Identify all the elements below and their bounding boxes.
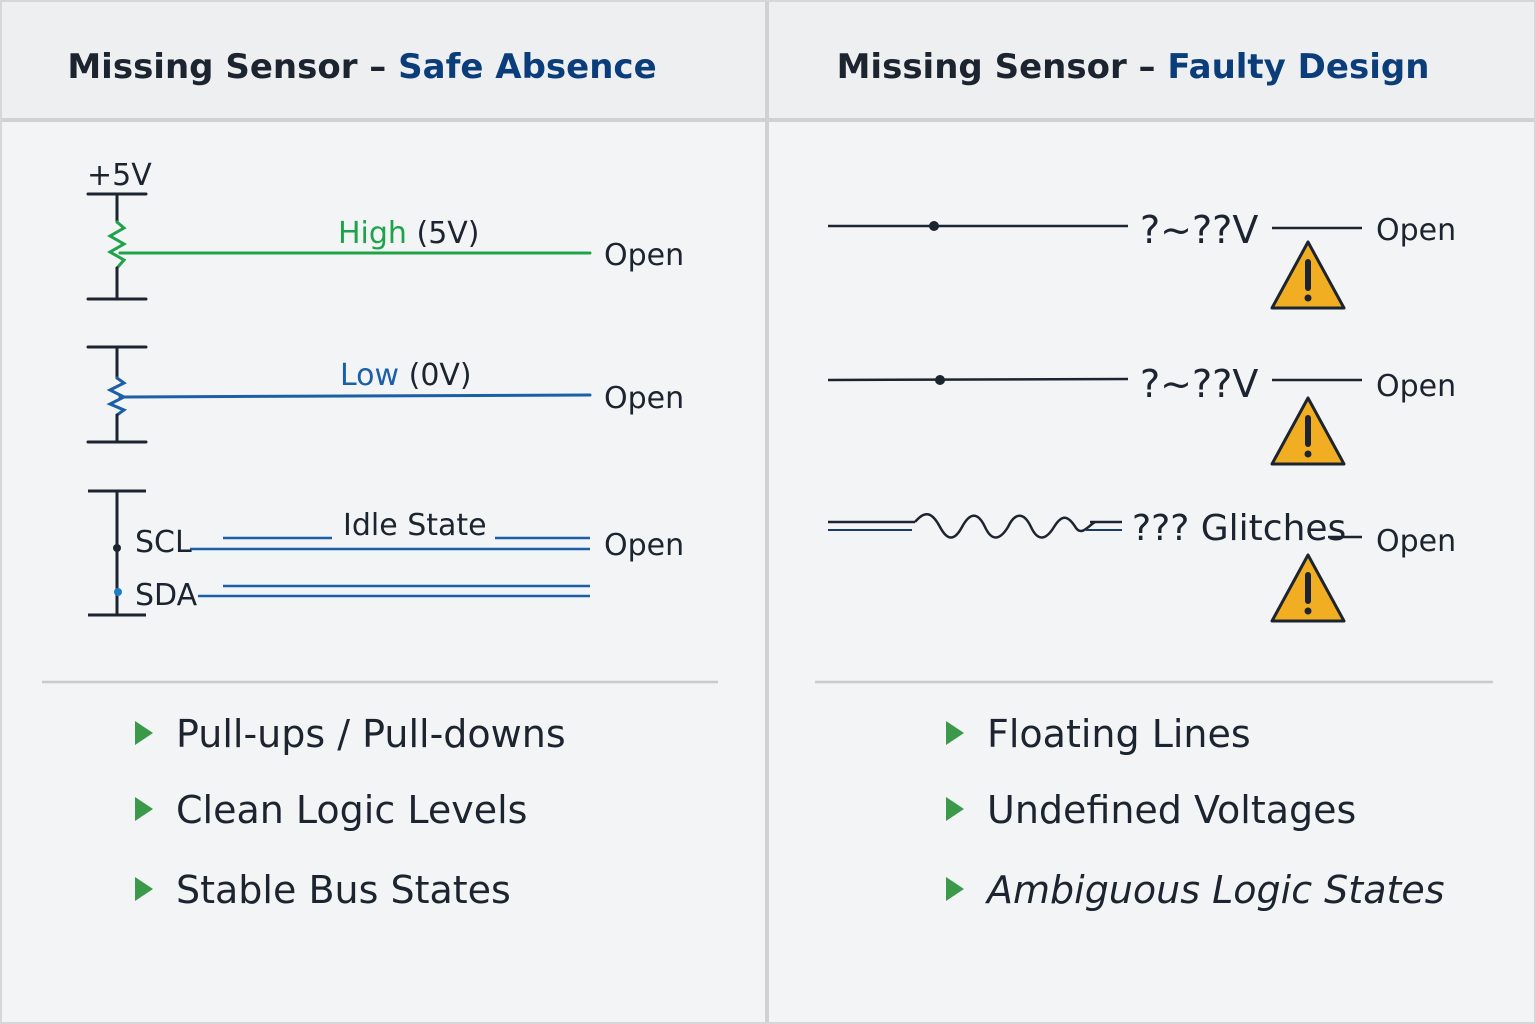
sda-label: SDA — [135, 578, 198, 613]
open-label: Open — [1376, 369, 1456, 404]
open-label: Open — [1376, 524, 1456, 559]
open-label: Open — [1376, 213, 1456, 248]
open-label: Open — [604, 238, 684, 273]
left-title: Missing Sensor – Safe Absence — [67, 47, 656, 87]
high-label: High (5V) — [338, 216, 480, 251]
bullet-item: Pull-ups / Pull-downs — [176, 712, 566, 756]
supply-label: +5V — [87, 158, 152, 193]
glitch-line: ??? Glitches Open — [828, 508, 1456, 623]
i2c-bus — [88, 489, 590, 617]
floating-line-2: ?~??V Open — [827, 362, 1456, 466]
warning-icon — [1270, 553, 1346, 623]
bullet-icon — [135, 877, 153, 901]
warning-icon — [1270, 396, 1346, 466]
bullet-item: Ambiguous Logic States — [984, 868, 1445, 912]
resistor-icon — [106, 220, 128, 270]
bullet-item: Stable Bus States — [176, 868, 511, 912]
right-bullets: Floating Lines Undefined Voltages Ambigu… — [946, 712, 1445, 912]
floating-line-1: ?~??V Open — [828, 208, 1456, 310]
glitches-label: ??? Glitches — [1132, 508, 1346, 549]
pullup-circuit: +5V — [86, 158, 592, 301]
left-bullets: Pull-ups / Pull-downs Clean Logic Levels… — [135, 712, 566, 912]
open-label: Open — [604, 528, 684, 563]
bullet-item: Floating Lines — [987, 712, 1251, 756]
pulldown-circuit — [86, 345, 592, 444]
bullet-icon — [946, 877, 964, 901]
open-label: Open — [604, 381, 684, 416]
low-label: Low (0V) — [340, 358, 472, 393]
idle-state-label: Idle State — [343, 508, 487, 543]
bullet-item: Clean Logic Levels — [176, 788, 527, 832]
warning-icon — [1270, 240, 1346, 310]
bullet-icon — [135, 721, 153, 745]
bullet-icon — [946, 721, 964, 745]
unknown-voltage-label: ?~??V — [1140, 362, 1258, 406]
bullet-icon — [135, 797, 153, 821]
unknown-voltage-label: ?~??V — [1140, 208, 1258, 252]
right-title: Missing Sensor – Faulty Design — [837, 47, 1430, 87]
scl-label: SCL — [135, 525, 192, 560]
bullet-item: Undefined Voltages — [987, 788, 1356, 832]
bullet-icon — [946, 797, 964, 821]
